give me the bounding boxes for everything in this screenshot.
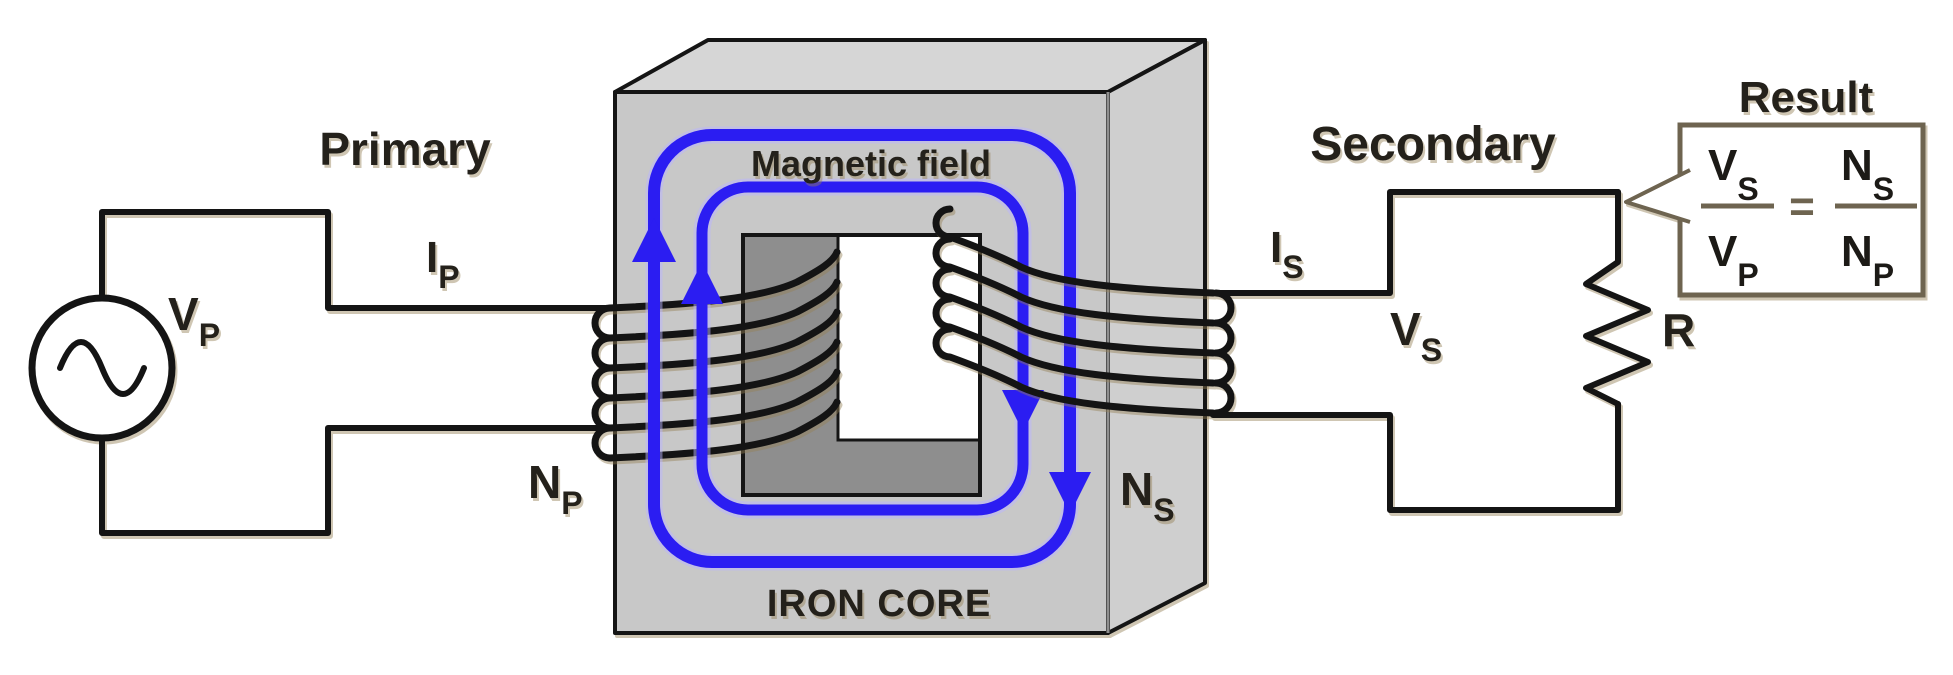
vp-main: V (168, 288, 199, 340)
field-arrow-down-inner (1002, 390, 1044, 432)
field-loop-outer (648, 129, 1076, 568)
vp-sub: P (199, 317, 220, 353)
formula: VS VP = NS NP (1701, 141, 1917, 293)
ac-source (28, 294, 176, 442)
field-arrow-up-inner (681, 262, 723, 304)
result-box (1677, 122, 1926, 298)
secondary-circuit (932, 189, 1651, 513)
lhs-num-main: V (1708, 141, 1738, 190)
lhs-den-sub: P (1737, 257, 1758, 293)
formula-lhs-num: VS (1708, 141, 1759, 207)
primary-label: Primary (319, 123, 491, 175)
formula-rhs-num: NS (1841, 141, 1894, 207)
lhs-den-main: V (1708, 227, 1738, 276)
is-main: I (1270, 223, 1282, 272)
field-loop-inner (696, 181, 1029, 516)
field-arrow-down-outer (1049, 472, 1091, 514)
sine-wave-icon (57, 339, 147, 397)
iron-core-label: IRON CORE (767, 583, 991, 625)
secondary-coil (932, 205, 1235, 417)
ns-main: N (1120, 463, 1153, 515)
primary-bottom-wire (99, 425, 615, 536)
result-title: Result (1739, 73, 1874, 122)
formula-rhs-den: NP (1841, 227, 1894, 293)
secondary-bottom-wire (1210, 401, 1621, 513)
lhs-num-sub: S (1737, 171, 1758, 207)
core-right-face (1106, 38, 1207, 635)
primary-top-wire (99, 209, 615, 311)
secondary-label: Secondary (1310, 118, 1556, 171)
resistor (1583, 189, 1651, 407)
primary-coil (591, 248, 841, 462)
np-main: N (528, 456, 561, 508)
formula-lhs-den: VP (1708, 227, 1759, 293)
rhs-num-sub: S (1873, 171, 1894, 207)
is-label: IS (1270, 223, 1304, 285)
secondary-top-wire (1210, 189, 1621, 296)
rhs-den-main: N (1841, 227, 1873, 276)
magnetic-field-label: Magnetic field (751, 143, 991, 184)
vs-sub: S (1421, 332, 1442, 368)
field-arrow-up-outer (632, 218, 676, 262)
ns-label: NS (1120, 463, 1175, 528)
vp-label: VP (168, 288, 220, 353)
is-sub: S (1282, 249, 1303, 285)
vs-main: V (1390, 303, 1421, 355)
ip-sub: P (438, 259, 459, 295)
magnetic-field-loops (632, 126, 1091, 571)
labels: Primary Secondary Magnetic field IRON CO… (168, 118, 1695, 625)
primary-circuit (28, 209, 841, 536)
result-callout: Result VS VP = NS NP (1624, 73, 1926, 298)
rhs-num-main: N (1841, 141, 1873, 190)
core-top-face (613, 38, 1207, 94)
np-label: NP (528, 456, 583, 521)
np-sub: P (561, 485, 582, 521)
vs-label: VS (1390, 303, 1442, 368)
ns-sub: S (1153, 492, 1174, 528)
rhs-den-sub: P (1873, 257, 1894, 293)
ip-main: I (426, 233, 438, 282)
core-window-hole (838, 235, 980, 440)
ip-label: IP (426, 233, 460, 295)
formula-equals: = (1789, 182, 1815, 231)
callout-tail (1624, 168, 1691, 224)
resistor-label: R (1662, 304, 1695, 356)
core-window-inner-edges (836, 235, 980, 442)
